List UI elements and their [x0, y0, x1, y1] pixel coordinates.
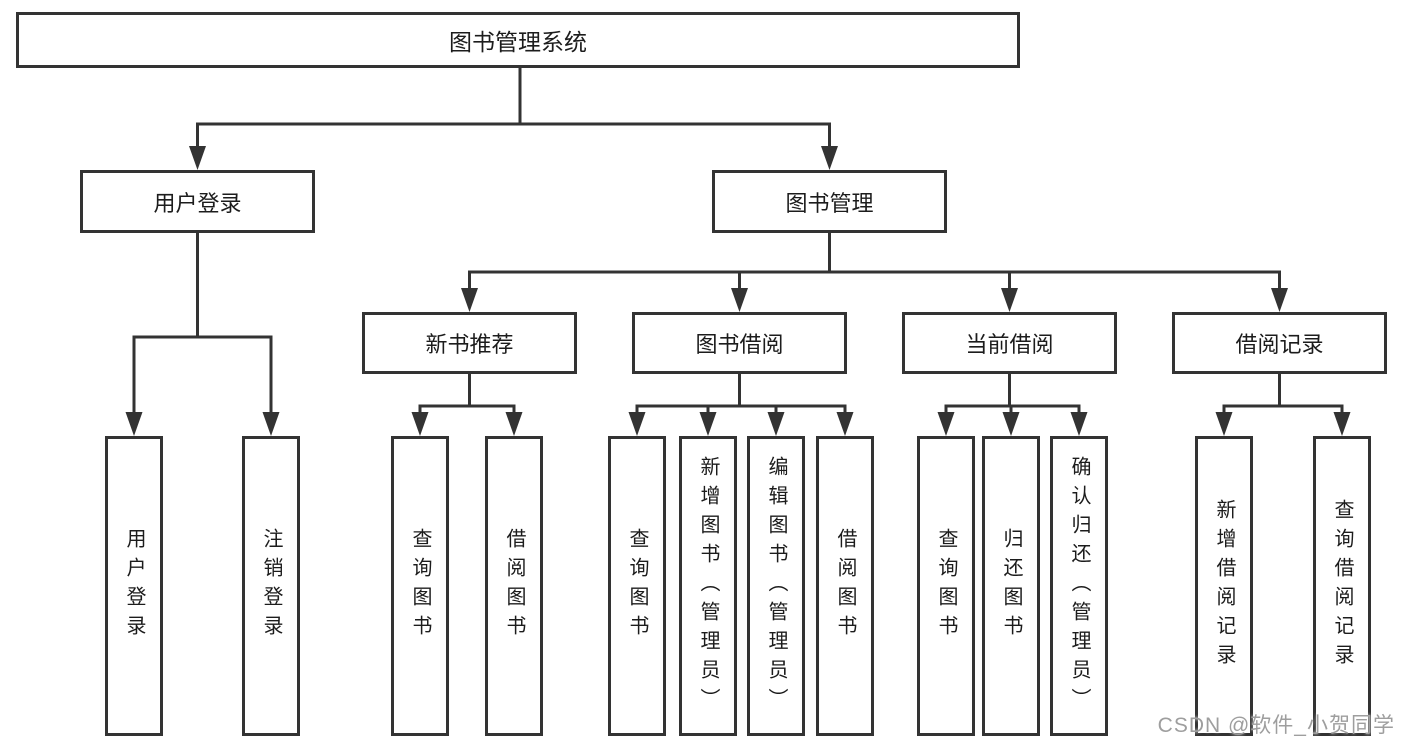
- node-label: 查询借阅记录: [1331, 499, 1353, 673]
- node-label: 编辑图书（管理员）: [765, 455, 787, 717]
- node-label: 借阅记录: [1235, 332, 1324, 357]
- node-book-management: 图书管理: [712, 170, 947, 233]
- node-label: 用户登录: [123, 528, 145, 644]
- node-user-login: 用户登录: [105, 436, 163, 736]
- node-label: 图书管理: [785, 190, 874, 216]
- node-label: 归还图书: [1000, 528, 1022, 644]
- node-label: 当前借阅: [965, 332, 1054, 357]
- node-add-borrow-record: 新增借阅记录: [1195, 436, 1253, 736]
- node-borrow-books-borrowing: 借阅图书: [816, 436, 874, 736]
- connector-book-management-to-level3: [468, 233, 1281, 290]
- node-label: 查询图书: [626, 528, 648, 644]
- node-user-login-branch: 用户登录: [80, 170, 315, 233]
- node-label: 确认归还（管理员）: [1068, 455, 1090, 717]
- node-label: 图书借阅: [695, 332, 784, 357]
- node-label: 新增借阅记录: [1213, 499, 1235, 673]
- connector-current-borrowing-to-leaves: [944, 374, 1081, 414]
- node-logout: 注销登录: [242, 436, 300, 736]
- node-label: 查询图书: [409, 528, 431, 644]
- node-label: 借阅图书: [834, 528, 856, 644]
- node-label: 注销登录: [260, 528, 282, 644]
- node-add-book-admin: 新增图书（管理员）: [679, 436, 737, 736]
- node-current-borrowing: 当前借阅: [902, 312, 1117, 374]
- node-label: 新增图书（管理员）: [697, 455, 719, 717]
- node-edit-book-admin: 编辑图书（管理员）: [747, 436, 805, 736]
- connector-book-borrowing-to-leaves: [635, 374, 847, 414]
- node-label: 新书推荐: [425, 332, 514, 357]
- node-book-borrowing: 图书借阅: [632, 312, 847, 374]
- node-borrow-books-recommend: 借阅图书: [485, 436, 543, 736]
- node-borrowing-records: 借阅记录: [1172, 312, 1387, 374]
- node-query-borrow-record: 查询借阅记录: [1313, 436, 1371, 736]
- node-confirm-return-admin: 确认归还（管理员）: [1050, 436, 1108, 736]
- connector-new-book-recommendation-to-leaves: [418, 374, 516, 414]
- node-query-books-recommend: 查询图书: [391, 436, 449, 736]
- node-label: 图书管理系统: [449, 29, 587, 55]
- node-new-book-recommendation: 新书推荐: [362, 312, 577, 374]
- connector-borrowing-records-to-leaves: [1222, 374, 1344, 414]
- node-query-books-borrowing: 查询图书: [608, 436, 666, 736]
- node-return-books: 归还图书: [982, 436, 1040, 736]
- node-query-books-current: 查询图书: [917, 436, 975, 736]
- connector-user-login-to-leaves: [132, 233, 273, 414]
- node-library-management-system: 图书管理系统: [16, 12, 1020, 68]
- csdn-watermark: CSDN @软件_小贺同学: [1157, 714, 1395, 737]
- arrowheads: [125, 146, 1351, 436]
- node-label: 查询图书: [935, 528, 957, 644]
- connector-root-to-level2: [196, 67, 831, 148]
- node-label: 借阅图书: [503, 528, 525, 644]
- node-label: 用户登录: [153, 190, 242, 216]
